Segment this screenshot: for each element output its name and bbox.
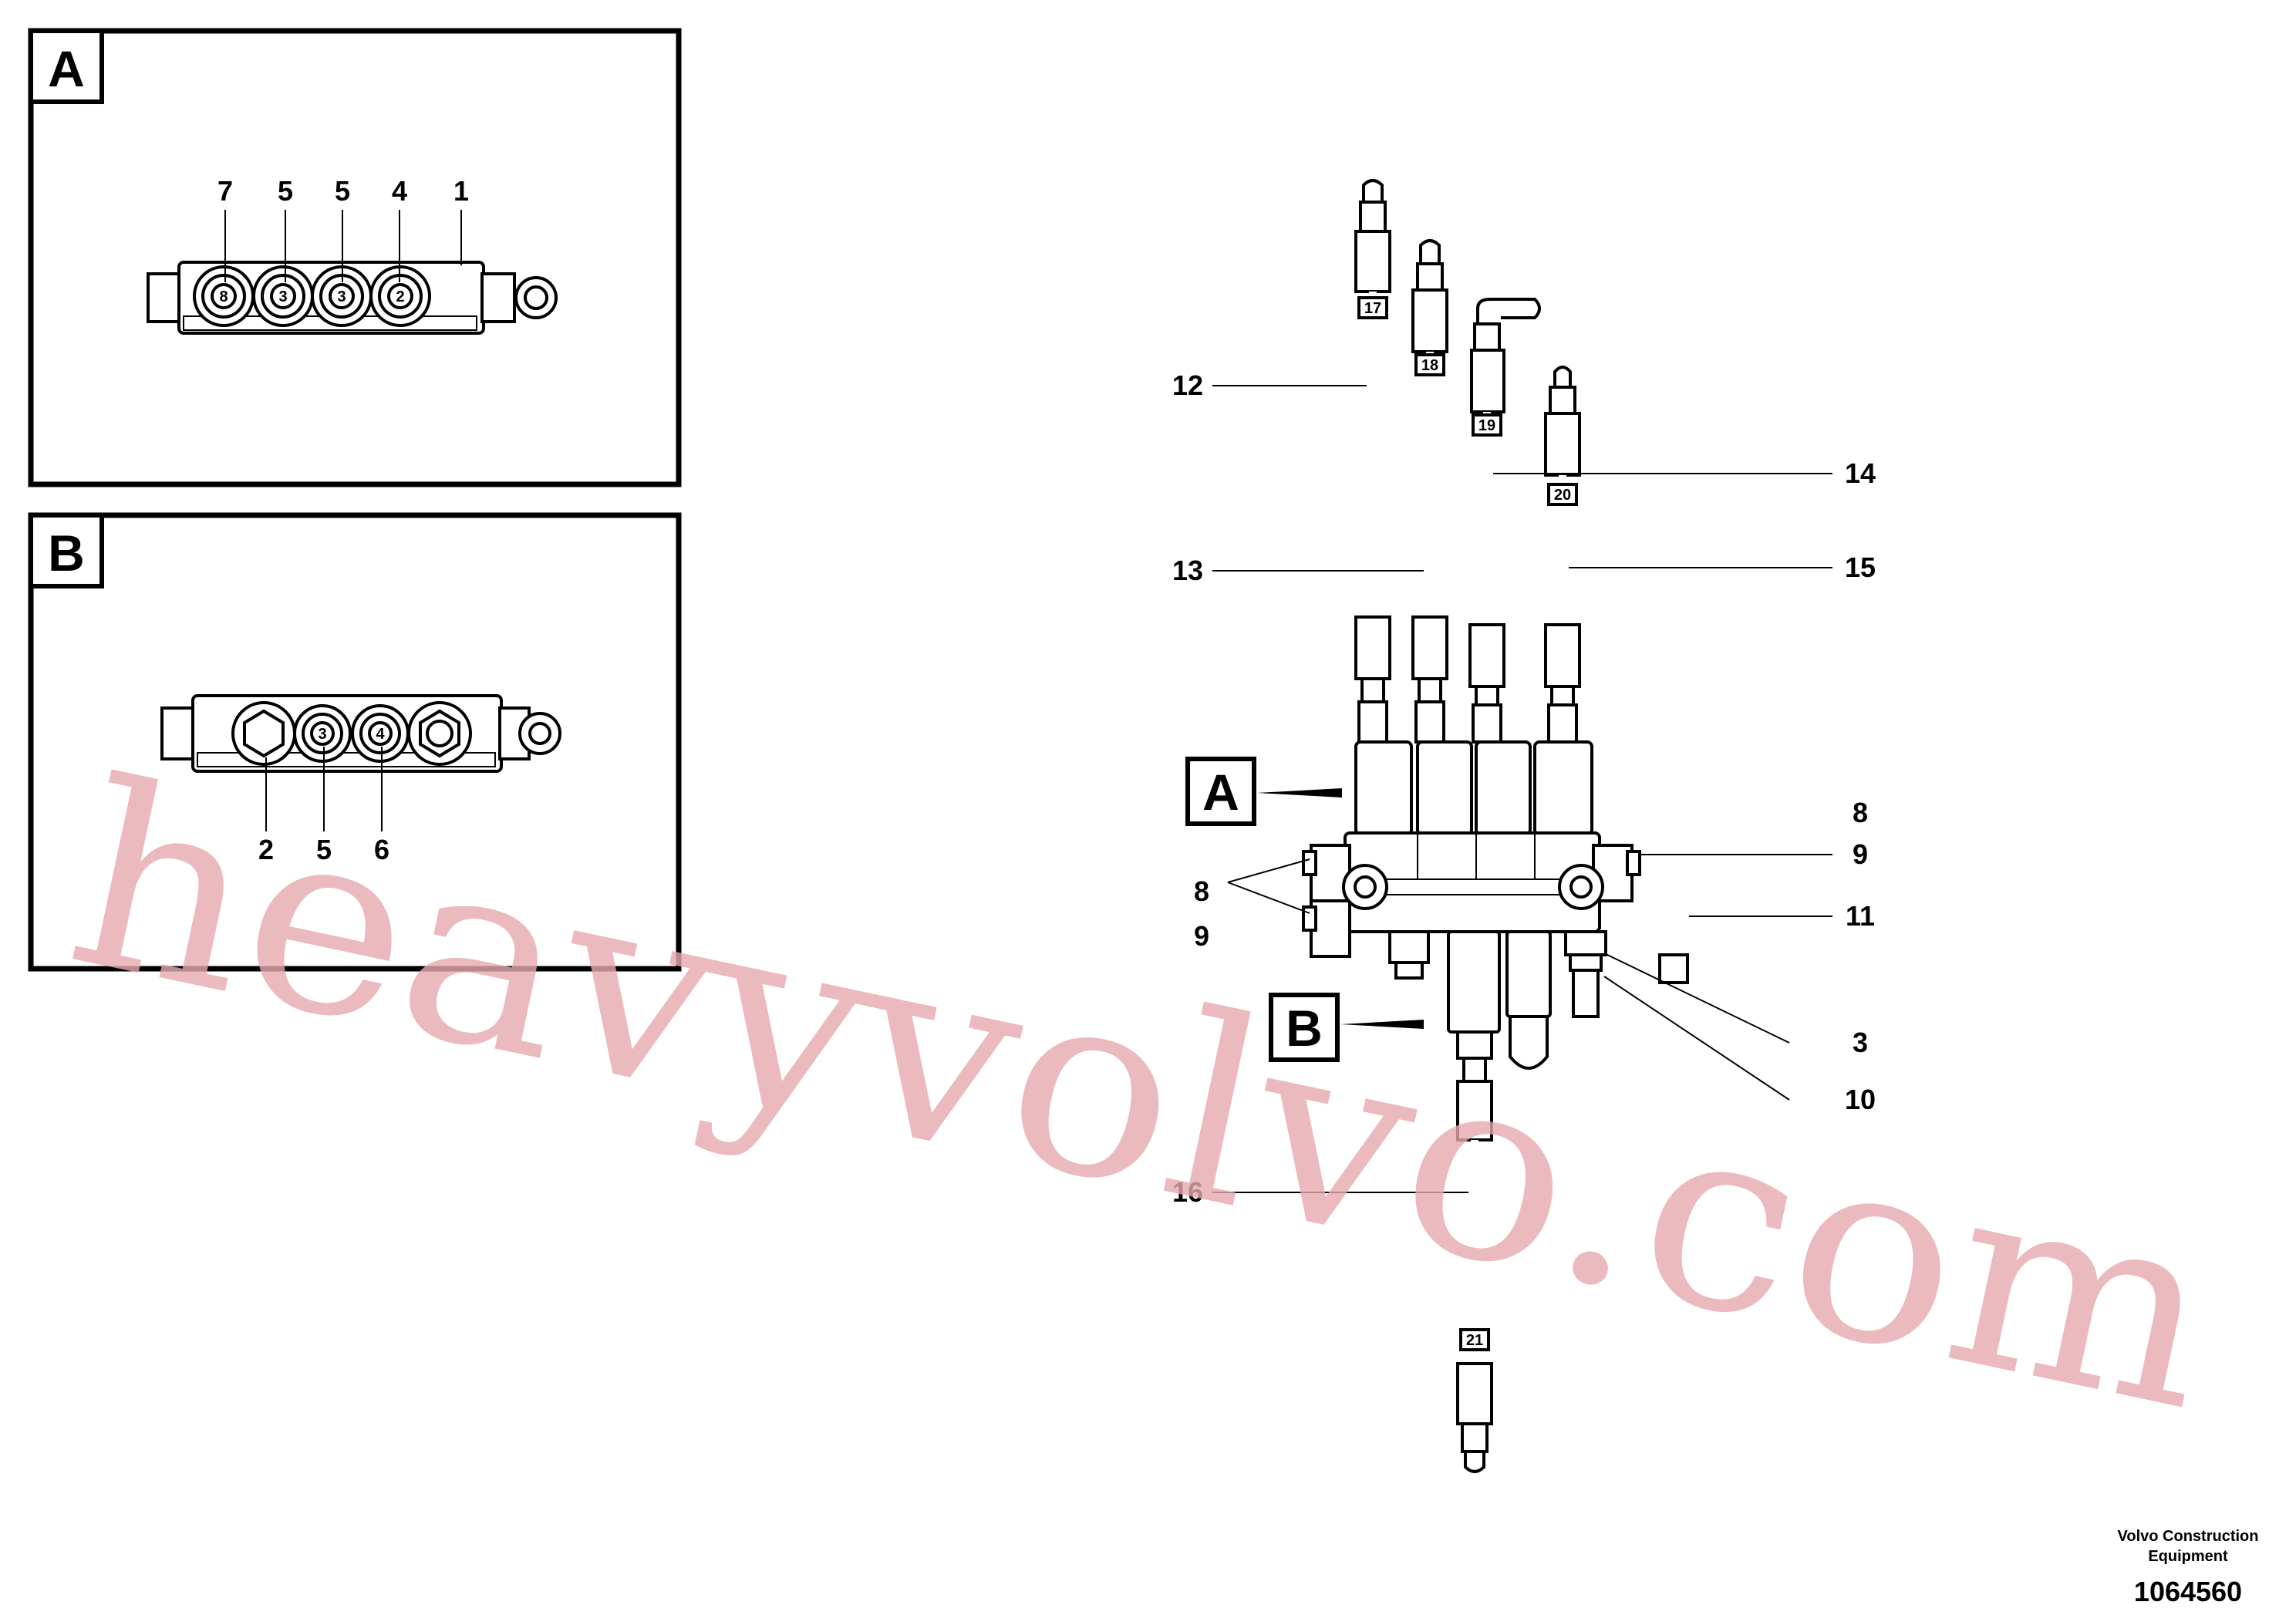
callout-14: 14: [1845, 457, 1876, 489]
view-tag-b: B: [1286, 1000, 1323, 1057]
panel-b-port-number: 3: [318, 726, 326, 743]
panel-a-callout: 7: [217, 175, 233, 207]
callout-9-right: 9: [1853, 838, 1868, 870]
view-tag-a-box: [1185, 757, 1256, 826]
valve-block-bottom-view-b: [160, 694, 561, 773]
panel-a-callout: 5: [335, 175, 350, 207]
panel-a-port-number: 8: [219, 288, 228, 305]
view-tag-a: A: [1202, 764, 1239, 821]
valve-block: [1302, 831, 1689, 1083]
hose-17: [1354, 179, 1391, 680]
main-assembly: 17 18 19: [1172, 179, 1876, 1473]
panel-a-callout: 1: [453, 175, 469, 207]
panel-a-port-number: 3: [278, 288, 287, 305]
detail-panel-a: A 8 3 3 2 7 5 5 4 1: [28, 28, 682, 487]
callout-15: 15: [1845, 551, 1876, 583]
hose-tag-21: 21: [1466, 1332, 1483, 1349]
panel-b-leader-lines: [265, 747, 383, 831]
callout-12: 12: [1172, 369, 1203, 401]
hose-tag-17: 17: [1364, 300, 1381, 317]
hose-19: [1468, 298, 1541, 688]
view-tag-b-box: [1269, 993, 1340, 1062]
valve-block-top-view-a: [147, 261, 558, 335]
callout-11: 11: [1846, 900, 1875, 932]
brand-line-2: Equipment: [2148, 1548, 2228, 1565]
drawing-number: 1064560: [2134, 1576, 2242, 1607]
view-arrow-b: [1340, 1020, 1424, 1029]
view-arrow-a: [1257, 788, 1342, 798]
panel-a-letter-box: [29, 29, 104, 104]
detail-panel-b: B 3 4 2 5 6: [28, 512, 682, 972]
panel-b-callout: 6: [374, 834, 389, 865]
panel-a-leader-lines: [224, 210, 462, 282]
callout-16: 16: [1172, 1176, 1203, 1208]
callout-3: 3: [1853, 1027, 1868, 1058]
main-leader-lines: [1212, 385, 1832, 1193]
callout-9-left: 9: [1194, 920, 1209, 952]
hose-tag-20: 20: [1554, 487, 1571, 504]
panel-a-callout: 4: [392, 175, 407, 207]
hose-18: [1411, 239, 1448, 680]
panel-a-letter: A: [48, 40, 85, 97]
callout-10: 10: [1845, 1084, 1876, 1115]
panel-b-callout: 2: [258, 834, 274, 865]
callout-13: 13: [1172, 555, 1203, 586]
panel-a-callout: 5: [278, 175, 293, 207]
panel-b-port-number: 4: [376, 726, 385, 743]
panel-b-callout: 5: [316, 834, 332, 865]
callout-8-left: 8: [1194, 875, 1209, 907]
hose-21: [1456, 1080, 1493, 1473]
brand-line-1: Volvo Construction: [2118, 1528, 2259, 1545]
hose-tag-18: 18: [1421, 357, 1438, 374]
panel-a-port-number: 3: [337, 288, 346, 305]
panel-a-port-number: 2: [396, 288, 404, 305]
hose-20: [1544, 366, 1581, 688]
hose-tag-19: 19: [1478, 417, 1495, 434]
hose-fittings: [1357, 677, 1578, 744]
valve-cylinders: [1354, 740, 1593, 836]
panel-b-letter-box: [29, 513, 104, 588]
panel-b-letter: B: [48, 524, 85, 582]
watermark-text: heavyvolvo.com: [49, 726, 2238, 1468]
title-block: Volvo Construction Equipment 1064560: [2118, 1528, 2259, 1607]
callout-8-right: 8: [1853, 797, 1868, 828]
